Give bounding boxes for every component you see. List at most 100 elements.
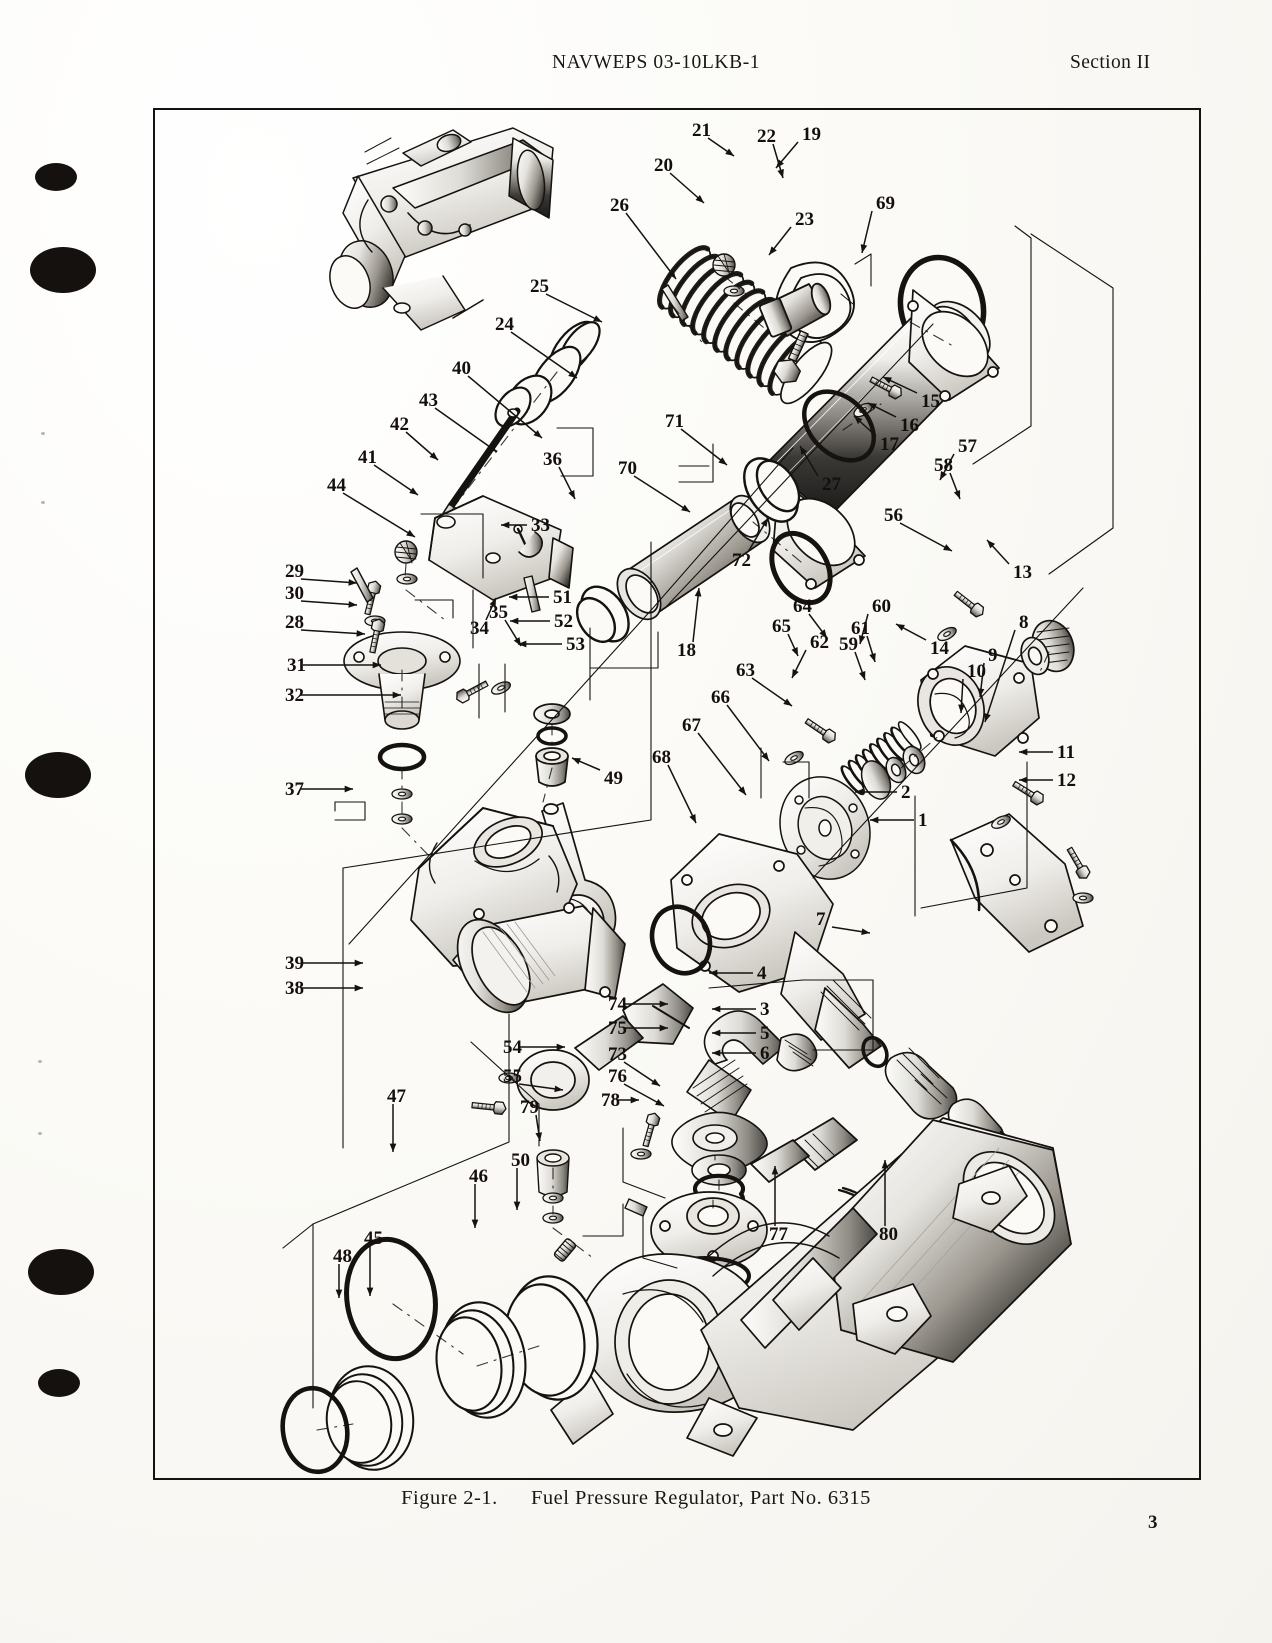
callout-number: 9 bbox=[988, 645, 998, 666]
callout-number: 62 bbox=[810, 632, 829, 653]
callout-arrowhead bbox=[987, 540, 996, 549]
callout-leader-line bbox=[510, 331, 578, 379]
callout-59: 59 bbox=[839, 634, 866, 681]
callout-number: 58 bbox=[934, 455, 953, 476]
callout-number: 68 bbox=[652, 747, 671, 768]
callout-arrowhead bbox=[471, 1219, 479, 1228]
callout-arrowhead bbox=[556, 1043, 565, 1051]
callout-35: 35 bbox=[489, 602, 522, 647]
callout-number: 17 bbox=[880, 434, 900, 455]
callout-arrowhead bbox=[792, 669, 799, 678]
callout-arrowhead bbox=[389, 1143, 397, 1152]
callout-number: 36 bbox=[543, 449, 562, 470]
callout-number: 60 bbox=[872, 596, 891, 617]
callout-77: 77 bbox=[769, 1166, 789, 1245]
callout-leader-line bbox=[726, 704, 770, 762]
callout-52: 52 bbox=[510, 611, 573, 632]
callout-30: 30 bbox=[285, 583, 358, 608]
binder-hole-mark bbox=[38, 1369, 80, 1397]
callout-number: 34 bbox=[470, 618, 490, 639]
callout-number: 56 bbox=[884, 505, 903, 526]
callout-54: 54 bbox=[503, 1037, 565, 1058]
callout-number: 53 bbox=[566, 634, 585, 655]
callout-number: 3 bbox=[760, 999, 770, 1020]
callout-number: 12 bbox=[1057, 770, 1076, 791]
callout-19: 19 bbox=[775, 124, 821, 169]
callout-40: 40 bbox=[452, 358, 543, 439]
callout-14: 14 bbox=[895, 623, 950, 659]
callout-number: 57 bbox=[958, 436, 978, 457]
callout-8: 8 bbox=[984, 612, 1029, 723]
callout-number: 2 bbox=[901, 782, 911, 803]
callout-arrowhead bbox=[943, 544, 952, 551]
callout-number: 48 bbox=[333, 1246, 352, 1267]
callout-number: 22 bbox=[757, 126, 776, 147]
callout-number: 79 bbox=[520, 1097, 539, 1118]
callout-number: 13 bbox=[1013, 562, 1032, 583]
callout-44: 44 bbox=[327, 475, 416, 538]
figure-caption: Figure 2-1. Fuel Pressure Regulator, Par… bbox=[0, 1487, 1272, 1510]
callout-73: 73 bbox=[608, 1044, 661, 1087]
callout-number: 14 bbox=[930, 638, 950, 659]
callout-22: 22 bbox=[757, 126, 784, 179]
callout-arrowhead bbox=[630, 1096, 639, 1104]
callout-leader-line bbox=[300, 629, 366, 635]
callout-arrowhead bbox=[718, 457, 727, 465]
callout-63: 63 bbox=[736, 660, 793, 707]
binder-hole-mark bbox=[35, 163, 77, 191]
callout-34: 34 bbox=[470, 597, 497, 639]
callout-number: 25 bbox=[530, 276, 549, 297]
callout-arrowhead bbox=[513, 1201, 521, 1210]
callout-arrowhead bbox=[777, 169, 784, 178]
callout-number: 39 bbox=[285, 953, 304, 974]
callout-number: 55 bbox=[503, 1066, 522, 1087]
callout-number: 66 bbox=[711, 687, 730, 708]
callout-number: 61 bbox=[851, 618, 870, 639]
callout-arrowhead bbox=[354, 959, 363, 967]
callout-51: 51 bbox=[509, 587, 572, 608]
callout-arrowhead bbox=[568, 370, 577, 378]
callout-arrowhead bbox=[689, 814, 696, 823]
exploded-view-illustration: 2122192023266925244015434216711741365758… bbox=[280, 120, 1114, 1475]
callout-arrowhead bbox=[535, 1132, 543, 1141]
callout-arrowhead bbox=[953, 490, 961, 499]
callout-56: 56 bbox=[884, 505, 953, 552]
callout-leader-line bbox=[625, 212, 677, 280]
callout-number: 16 bbox=[900, 415, 919, 436]
callout-arrowhead bbox=[958, 704, 965, 713]
callout-49: 49 bbox=[571, 757, 623, 789]
callout-arrowhead bbox=[572, 758, 581, 765]
callout-number: 31 bbox=[287, 655, 306, 676]
callout-number: 73 bbox=[608, 1044, 627, 1065]
callout-number: 50 bbox=[511, 1150, 530, 1171]
callout-2: 2 bbox=[855, 782, 911, 803]
callout-number: 19 bbox=[802, 124, 821, 145]
callout-11: 11 bbox=[1019, 742, 1075, 763]
callout-number: 52 bbox=[554, 611, 573, 632]
callout-leader-line bbox=[300, 600, 358, 606]
callout-arrowhead bbox=[695, 194, 704, 203]
callout-arrowhead bbox=[769, 246, 777, 255]
callout-leader-line bbox=[467, 375, 543, 439]
callout-number: 18 bbox=[677, 640, 696, 661]
callout-leader-line bbox=[680, 428, 728, 466]
callout-number: 70 bbox=[618, 458, 637, 479]
callout-number: 15 bbox=[921, 391, 940, 412]
callout-5: 5 bbox=[712, 1023, 770, 1044]
callout-21: 21 bbox=[692, 120, 735, 157]
callout-3: 3 bbox=[712, 999, 770, 1020]
callout-arrowhead bbox=[348, 601, 357, 608]
callout-arrowhead bbox=[760, 518, 768, 527]
callout-number: 4 bbox=[757, 963, 767, 984]
callout-number: 24 bbox=[495, 314, 515, 335]
page-header: NAVWEPS 03-10LKB-1 Section II bbox=[0, 52, 1272, 78]
callout-arrowhead bbox=[984, 713, 991, 722]
callout-number: 41 bbox=[358, 447, 377, 468]
callout-number: 43 bbox=[419, 390, 438, 411]
page-speck bbox=[41, 432, 45, 435]
callout-number: 28 bbox=[285, 612, 304, 633]
callout-number: 32 bbox=[285, 685, 304, 706]
callout-12: 12 bbox=[1019, 770, 1076, 791]
callout-arrowhead bbox=[859, 671, 866, 680]
